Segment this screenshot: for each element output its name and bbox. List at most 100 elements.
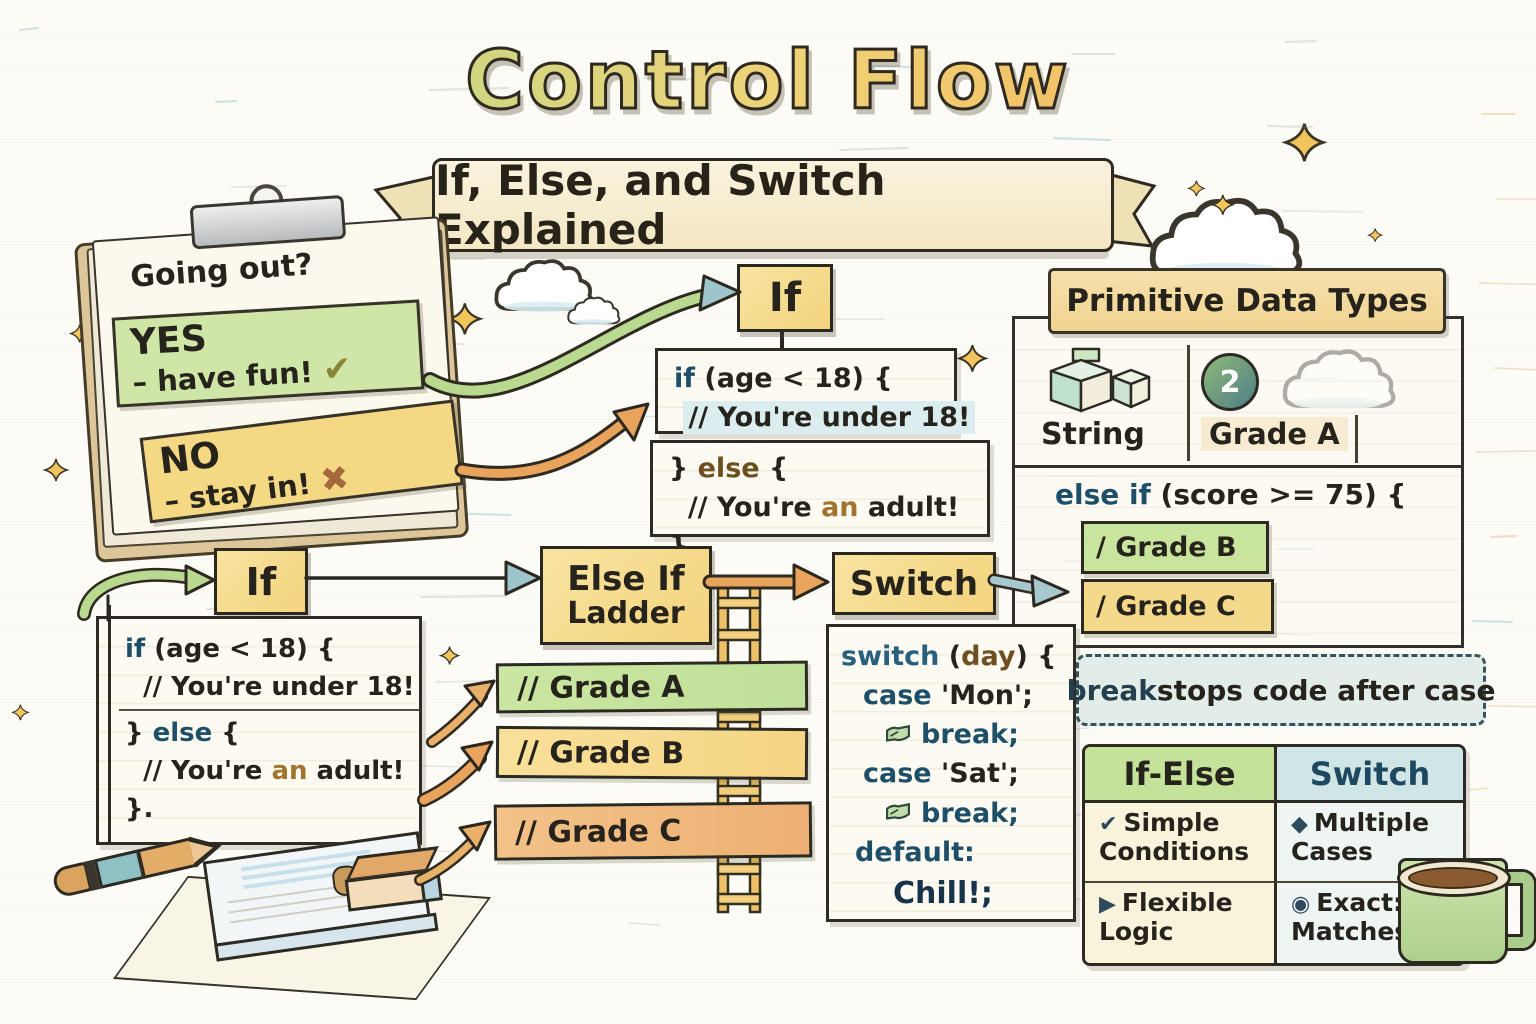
code-to-grade-a-arrow — [426, 679, 496, 748]
break-note-text: stops code after case — [1156, 673, 1496, 707]
texture-dash — [1469, 787, 1489, 791]
primitive-panel-title-text: Primitive Data Types — [1066, 283, 1428, 319]
if-node-top-label: If — [768, 275, 802, 321]
grade-b-bar: // Grade B — [495, 725, 809, 781]
if-condition: (age < 18) { — [145, 634, 336, 664]
break-icon — [886, 803, 910, 820]
eraser-side — [419, 868, 443, 903]
keyword-switch: switch — [841, 641, 940, 672]
cloud-icon — [494, 259, 594, 314]
keyword-case: case — [863, 758, 932, 790]
table-cell: ▶Flexible Logic — [1085, 883, 1274, 963]
texture-dash — [1282, 210, 1363, 213]
close-brace: } — [669, 453, 698, 484]
texture-dash — [1489, 534, 1518, 539]
break-icon — [886, 724, 910, 742]
texture-dash — [1475, 450, 1536, 453]
elseif-to-switch-arrow — [702, 563, 830, 601]
comment-adult-an: an — [271, 756, 308, 787]
keyword-if: if — [125, 634, 146, 664]
comment-adult-rest: adult! — [858, 492, 960, 524]
break-note-keyword: break — [1066, 673, 1157, 707]
cloud-icon — [567, 296, 621, 326]
texture-dash — [432, 850, 463, 853]
panel-divider — [1015, 465, 1461, 468]
switch-param: day — [961, 641, 1016, 672]
sparkle-icon — [12, 704, 29, 721]
panel-divider — [1187, 345, 1190, 461]
break-note: break stops code after case — [1067, 654, 1495, 726]
sparkle-icon — [1368, 228, 1383, 243]
texture-dash — [435, 680, 487, 683]
open-brace: { — [212, 718, 240, 749]
elseif-node-line1: Else If — [567, 558, 685, 599]
comparison-header-ifelse: If-Else — [1085, 747, 1274, 803]
cell-text: Simple Conditions — [1099, 808, 1250, 866]
subtitle-banner: If, Else, and Switch Explained — [432, 156, 1114, 254]
paren-close: ) { — [1015, 641, 1057, 672]
case-mon-value: 'Mon'; — [931, 680, 1033, 712]
clipboard: Going out? YES – have fun! ✔ NO – stay i… — [73, 183, 470, 563]
texture-dash — [838, 146, 910, 152]
code-to-grade-b-arrow — [417, 740, 494, 807]
check-icon: ✔ — [321, 348, 353, 391]
entry-to-if-arrow — [77, 564, 216, 622]
check-icon: ✔ — [1099, 812, 1118, 837]
if-condition: (age < 18) { — [695, 363, 893, 394]
code-divider — [119, 709, 419, 712]
cubes-icon — [1049, 347, 1151, 413]
open-brace: { — [759, 453, 789, 484]
grade-c-text: / Grade C — [1096, 591, 1236, 622]
mug-body — [1397, 858, 1511, 964]
target-icon: ◉ — [1291, 892, 1311, 917]
if-node-mid-label: If — [245, 559, 277, 604]
comment-under-18: // You're under 18! — [683, 401, 976, 435]
table-cell: ◆Multiple Cases — [1274, 803, 1463, 883]
badge-number: 2 — [1219, 364, 1241, 400]
primitive-panel: 2 String Grade A else if (score >= 75) {… — [1012, 316, 1464, 648]
grade-a-bar-text: // Grade A — [516, 669, 685, 706]
grade-b-box: / Grade B — [1081, 521, 1269, 574]
code-card-if: if (age < 18) { // You're under 18! — [655, 348, 976, 435]
cell-text: Flexible Logic — [1099, 888, 1233, 946]
cell-text: Exact: Matches — [1291, 888, 1410, 946]
sparkle-icon — [440, 646, 460, 666]
grade-b-bar-text: // Grade B — [516, 734, 685, 771]
mug-rim — [1397, 859, 1511, 897]
keyword-case: case — [863, 680, 932, 712]
table-cell: ✔Simple Conditions — [1085, 803, 1274, 883]
grade-b-text: / Grade B — [1096, 532, 1237, 563]
texture-dash — [1478, 282, 1536, 286]
comment-adult: // You're — [687, 492, 822, 524]
number-two-icon: 2 — [1201, 353, 1259, 411]
keyword-default: default: — [855, 836, 975, 868]
close-brace: } — [125, 718, 153, 749]
comment-adult: // You're — [143, 756, 272, 787]
sparkle-icon — [1212, 194, 1234, 216]
yes-note: – have fun! — [131, 354, 314, 400]
comment-under-18: // You're under 18! — [143, 671, 415, 702]
texture-dash — [628, 922, 661, 926]
no-to-else-arrow — [454, 402, 650, 481]
grade-c-box: / Grade C — [1081, 579, 1274, 634]
keyword-if: if — [674, 363, 696, 394]
texture-dash — [1493, 367, 1536, 371]
texture-dash — [419, 594, 508, 599]
sparkle-icon — [1284, 122, 1325, 163]
sparkle-icon — [44, 458, 68, 482]
cross-icon: ✖ — [318, 457, 352, 502]
keyword-break: break; — [921, 719, 1019, 751]
default-body: Chill!; — [893, 875, 993, 911]
elseif-condition: (score >= 75) { — [1150, 478, 1407, 511]
keyword-break: break; — [921, 797, 1019, 829]
grade-a-label: Grade A — [1201, 417, 1348, 451]
poster-title: Control Flow — [0, 33, 1536, 129]
code-card-left: if (age < 18) { // You're under 18! } el… — [96, 605, 422, 845]
keyword-else-if: else if — [1055, 478, 1151, 511]
coffee-mug-icon — [1397, 846, 1534, 964]
yes-option: YES – have fun! ✔ — [111, 299, 425, 408]
elseif-node-line2: Ladder — [567, 595, 685, 631]
grade-a-bar: // Grade A — [495, 660, 809, 714]
subtitle-text: If, Else, and Switch Explained — [435, 156, 886, 254]
